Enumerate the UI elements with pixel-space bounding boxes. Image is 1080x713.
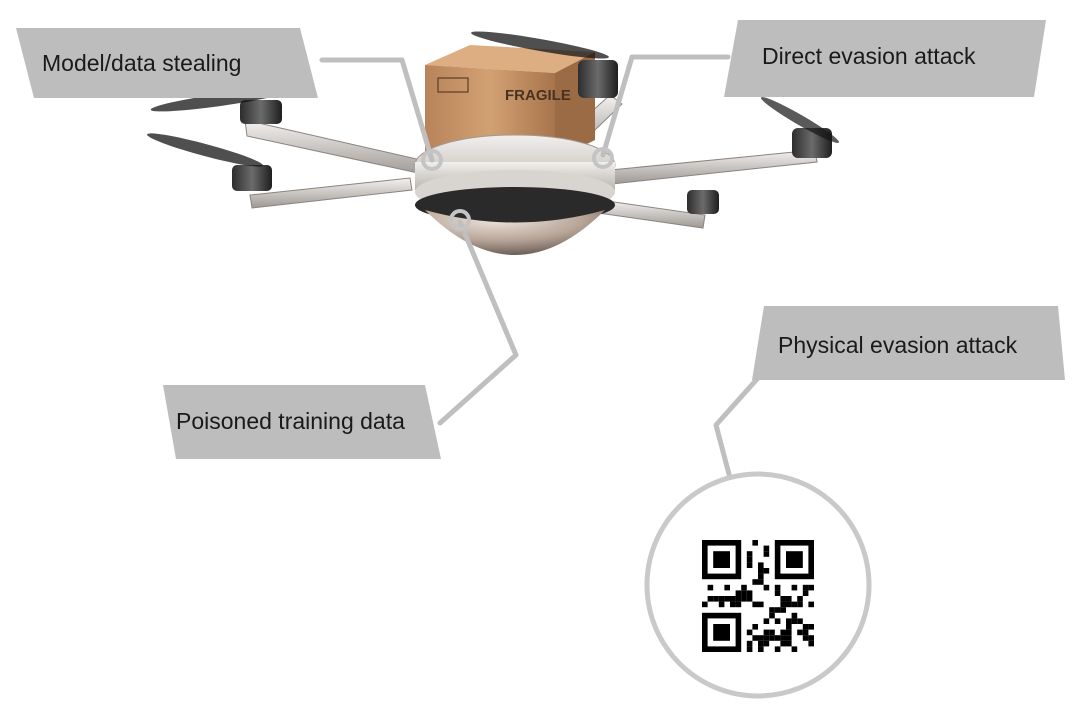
connector-model-stealing — [319, 57, 443, 171]
callout-poisoned-data-label: Poisoned training data — [176, 408, 405, 434]
drone-hub — [414, 134, 616, 255]
motor-right — [760, 97, 840, 158]
motor-left — [147, 133, 272, 191]
package-label: FRAGILE — [505, 87, 571, 104]
connector-direct-evasion — [592, 54, 731, 169]
qr-circle — [644, 471, 872, 699]
callout-physical-evasion: Physical evasion attack — [752, 306, 1065, 380]
callout-physical-evasion-label: Physical evasion attack — [778, 332, 1018, 358]
connector-physical-evasion — [713, 375, 761, 481]
motor-top — [471, 31, 618, 98]
callout-direct-evasion-label: Direct evasion attack — [762, 43, 976, 69]
callout-direct-evasion: Direct evasion attack — [724, 20, 1046, 97]
qr-code-icon — [702, 540, 814, 652]
connector-poisoned-data — [437, 209, 519, 426]
callout-model-stealing-label: Model/data stealing — [42, 50, 241, 76]
callout-poisoned-data: Poisoned training data — [163, 385, 441, 459]
callout-model-stealing: Model/data stealing — [16, 28, 318, 98]
drone-icon: FRAGILE — [147, 31, 840, 255]
motor-rear — [687, 190, 719, 214]
